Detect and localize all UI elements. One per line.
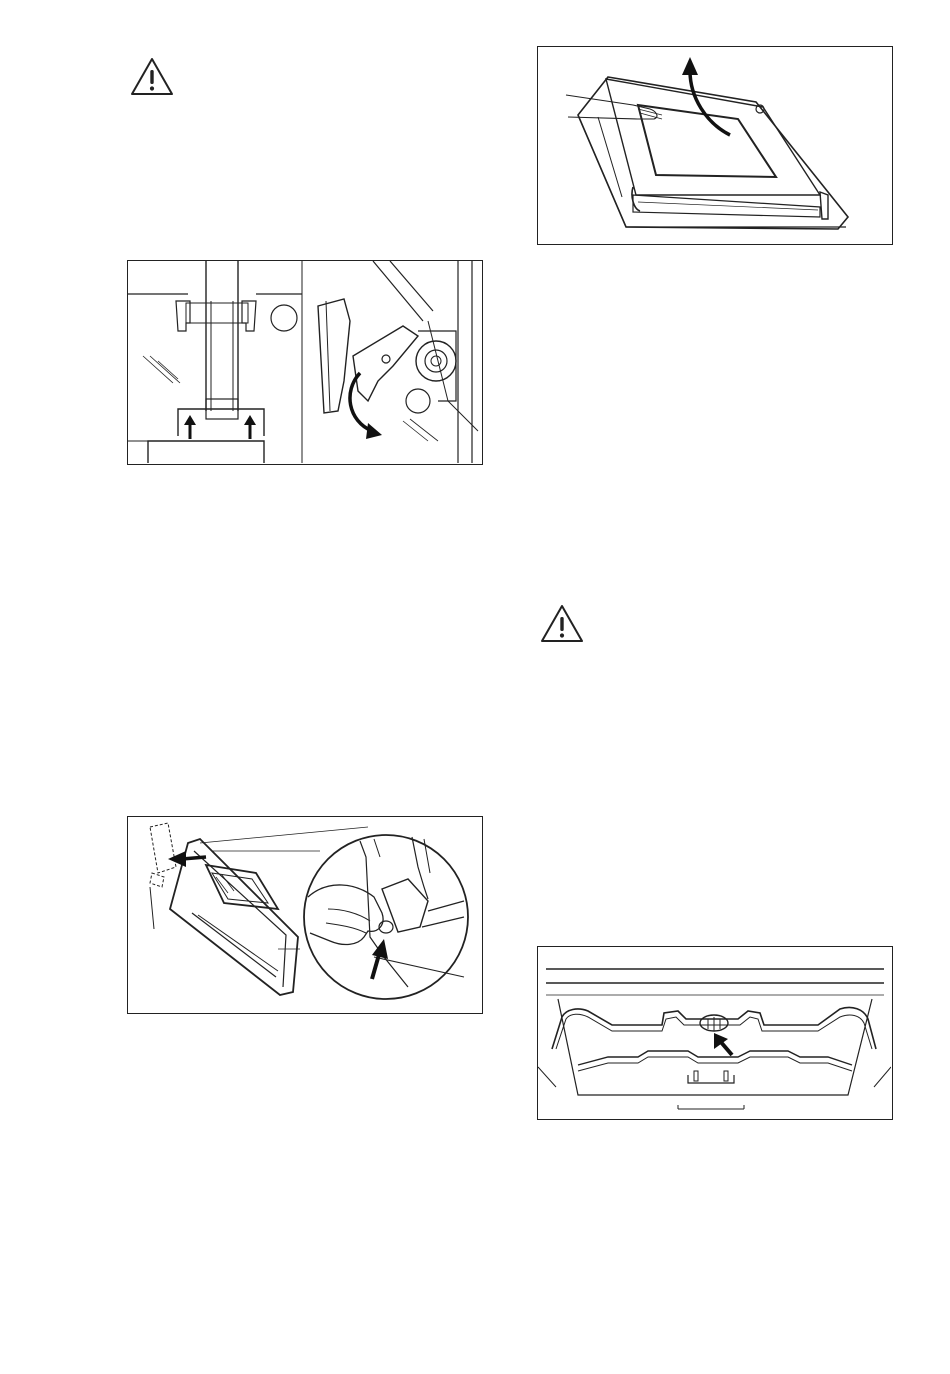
warning-triangle-icon bbox=[539, 603, 585, 645]
oven-lamp-cover-illustration bbox=[537, 946, 893, 1120]
warning-triangle-icon bbox=[129, 56, 175, 98]
door-panel-removal-illustration bbox=[127, 816, 483, 1014]
door-glass-lift-illustration bbox=[537, 46, 893, 245]
hinge-lock-illustration bbox=[127, 260, 483, 465]
